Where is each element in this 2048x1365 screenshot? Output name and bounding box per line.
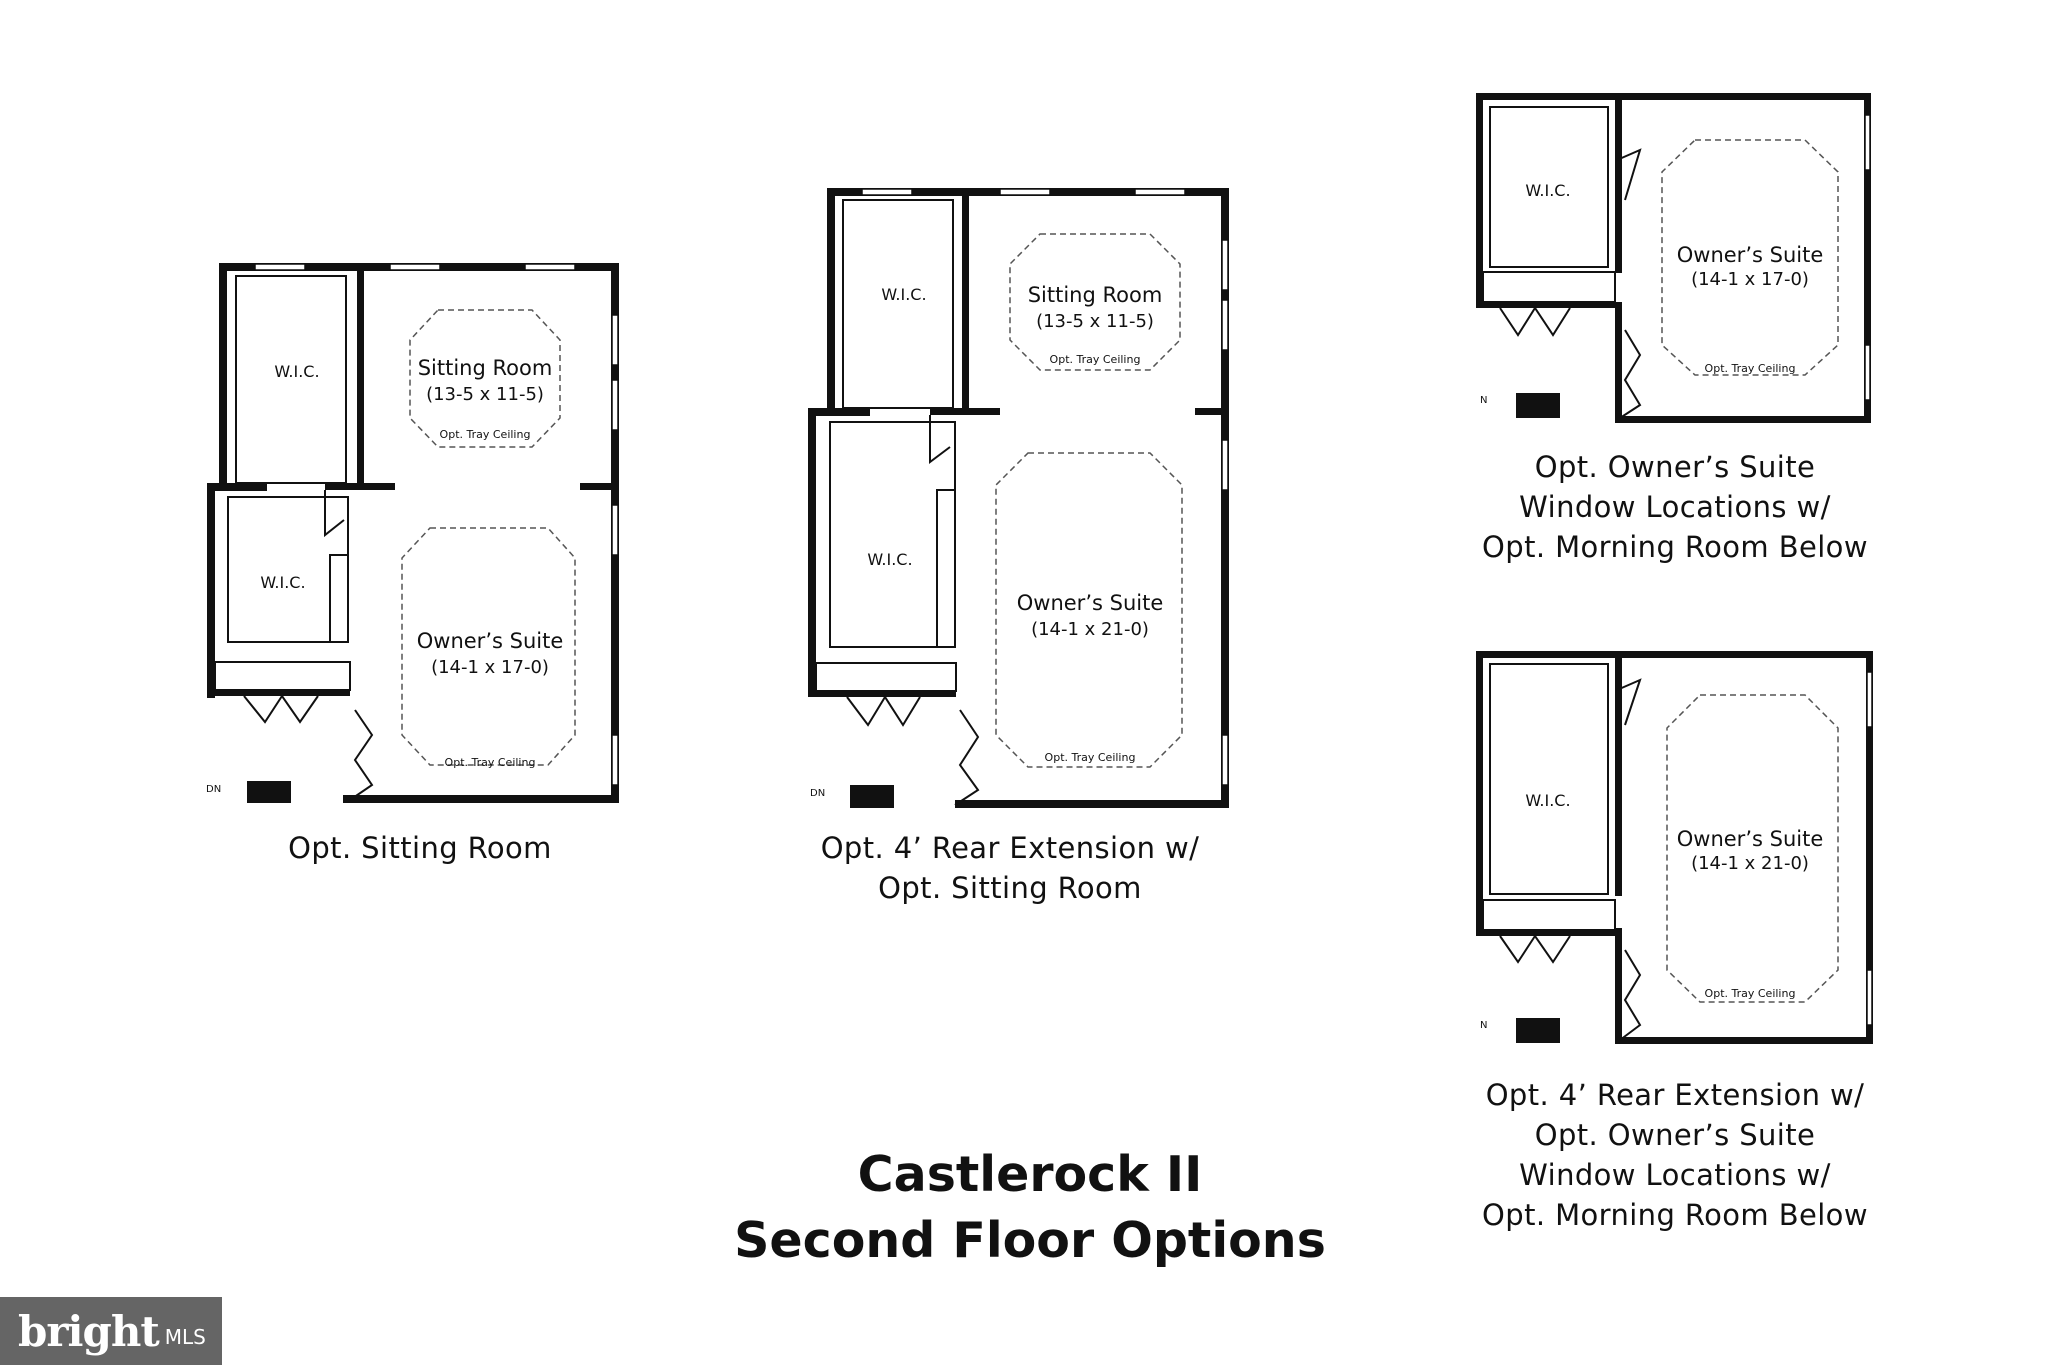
caption-line: Opt. Owner’s Suite bbox=[1534, 1118, 1816, 1152]
caption-line: Window Locations w/ bbox=[1519, 1158, 1831, 1192]
stair-marker: N bbox=[1480, 395, 1487, 406]
owners-suite-dims: (14-1 x 21-0) bbox=[1691, 853, 1809, 874]
owners-suite-dims: (14-1 x 17-0) bbox=[431, 657, 549, 678]
tray-ceiling-label: Opt. Tray Ceiling bbox=[1050, 353, 1141, 366]
sitting-room-label: Sitting Room bbox=[418, 356, 553, 380]
wic-label: W.I.C. bbox=[1525, 181, 1570, 200]
stair-marker: DN bbox=[206, 784, 221, 795]
caption-line: Window Locations w/ bbox=[1519, 490, 1831, 524]
caption-line: Opt. Sitting Room bbox=[878, 871, 1142, 905]
sitting-room-dims: (13-5 x 11-5) bbox=[426, 384, 544, 405]
watermark-suffix: MLS bbox=[164, 1325, 206, 1349]
caption-line: Opt. Owner’s Suite bbox=[1534, 450, 1816, 484]
bright-mls-watermark: bright MLS bbox=[0, 1297, 222, 1365]
wic-label: W.I.C. bbox=[881, 285, 926, 304]
plan-caption: Opt. 4’ Rear Extension w/ Opt. Sitting R… bbox=[790, 828, 1230, 908]
wic-label: W.I.C. bbox=[867, 550, 912, 569]
caption-line: Opt. 4’ Rear Extension w/ bbox=[1485, 1078, 1865, 1112]
plan-rear-extension-sitting: DN W.I.C. W.I.C. Sitting Room (13-5 x 11… bbox=[808, 188, 1229, 808]
caption-line: Opt. Morning Room Below bbox=[1482, 530, 1868, 564]
owners-suite-label: Owner’s Suite bbox=[1677, 243, 1824, 267]
plan-window-locations: N W.I.C. Owner’s Suite (14-1 x 17-0) Opt… bbox=[1476, 93, 1871, 423]
owners-suite-dims: (14-1 x 21-0) bbox=[1031, 619, 1149, 640]
tray-ceiling-label: Opt. Tray Ceiling bbox=[1045, 751, 1136, 764]
watermark-brand: bright bbox=[18, 1306, 160, 1356]
caption-line: Opt. 4’ Rear Extension w/ bbox=[820, 831, 1200, 865]
owners-suite-dims: (14-1 x 17-0) bbox=[1691, 269, 1809, 290]
caption-line: Opt. Sitting Room bbox=[288, 831, 552, 865]
owners-suite-label: Owner’s Suite bbox=[1017, 591, 1164, 615]
wic-label: W.I.C. bbox=[274, 362, 319, 381]
owners-suite-label: Owner’s Suite bbox=[1677, 827, 1824, 851]
wic-label: W.I.C. bbox=[1525, 791, 1570, 810]
title-line: Second Floor Options bbox=[734, 1212, 1326, 1269]
plan-caption: Opt. Owner’s Suite Window Locations w/ O… bbox=[1450, 447, 1900, 567]
wic-label: W.I.C. bbox=[260, 573, 305, 592]
plan-caption: Opt. Sitting Room bbox=[220, 828, 620, 868]
stair-marker: N bbox=[1480, 1020, 1487, 1031]
sitting-room-dims: (13-5 x 11-5) bbox=[1036, 311, 1154, 332]
caption-line: Opt. Morning Room Below bbox=[1482, 1198, 1868, 1232]
tray-ceiling-label: Opt. Tray Ceiling bbox=[440, 428, 531, 441]
tray-ceiling-label: Opt. Tray Ceiling bbox=[1705, 362, 1796, 375]
title-line: Castlerock II bbox=[857, 1146, 1203, 1203]
tray-ceiling-label: Opt. Tray Ceiling bbox=[1705, 987, 1796, 1000]
plan-sitting-room: DN W.I.C. W.I.C. Sitting Room (13-5 x 11… bbox=[206, 263, 619, 803]
owners-suite-label: Owner’s Suite bbox=[417, 629, 564, 653]
tray-ceiling-label: Opt. Tray Ceiling bbox=[445, 756, 536, 769]
plan-rear-extension-window-locations: N W.I.C. Owner’s Suite (14-1 x 21-0) Opt… bbox=[1476, 651, 1873, 1044]
page-title: Castlerock II Second Floor Options bbox=[680, 1142, 1380, 1274]
plan-caption: Opt. 4’ Rear Extension w/ Opt. Owner’s S… bbox=[1450, 1075, 1900, 1235]
stair-marker: DN bbox=[810, 788, 825, 799]
sitting-room-label: Sitting Room bbox=[1028, 283, 1163, 307]
